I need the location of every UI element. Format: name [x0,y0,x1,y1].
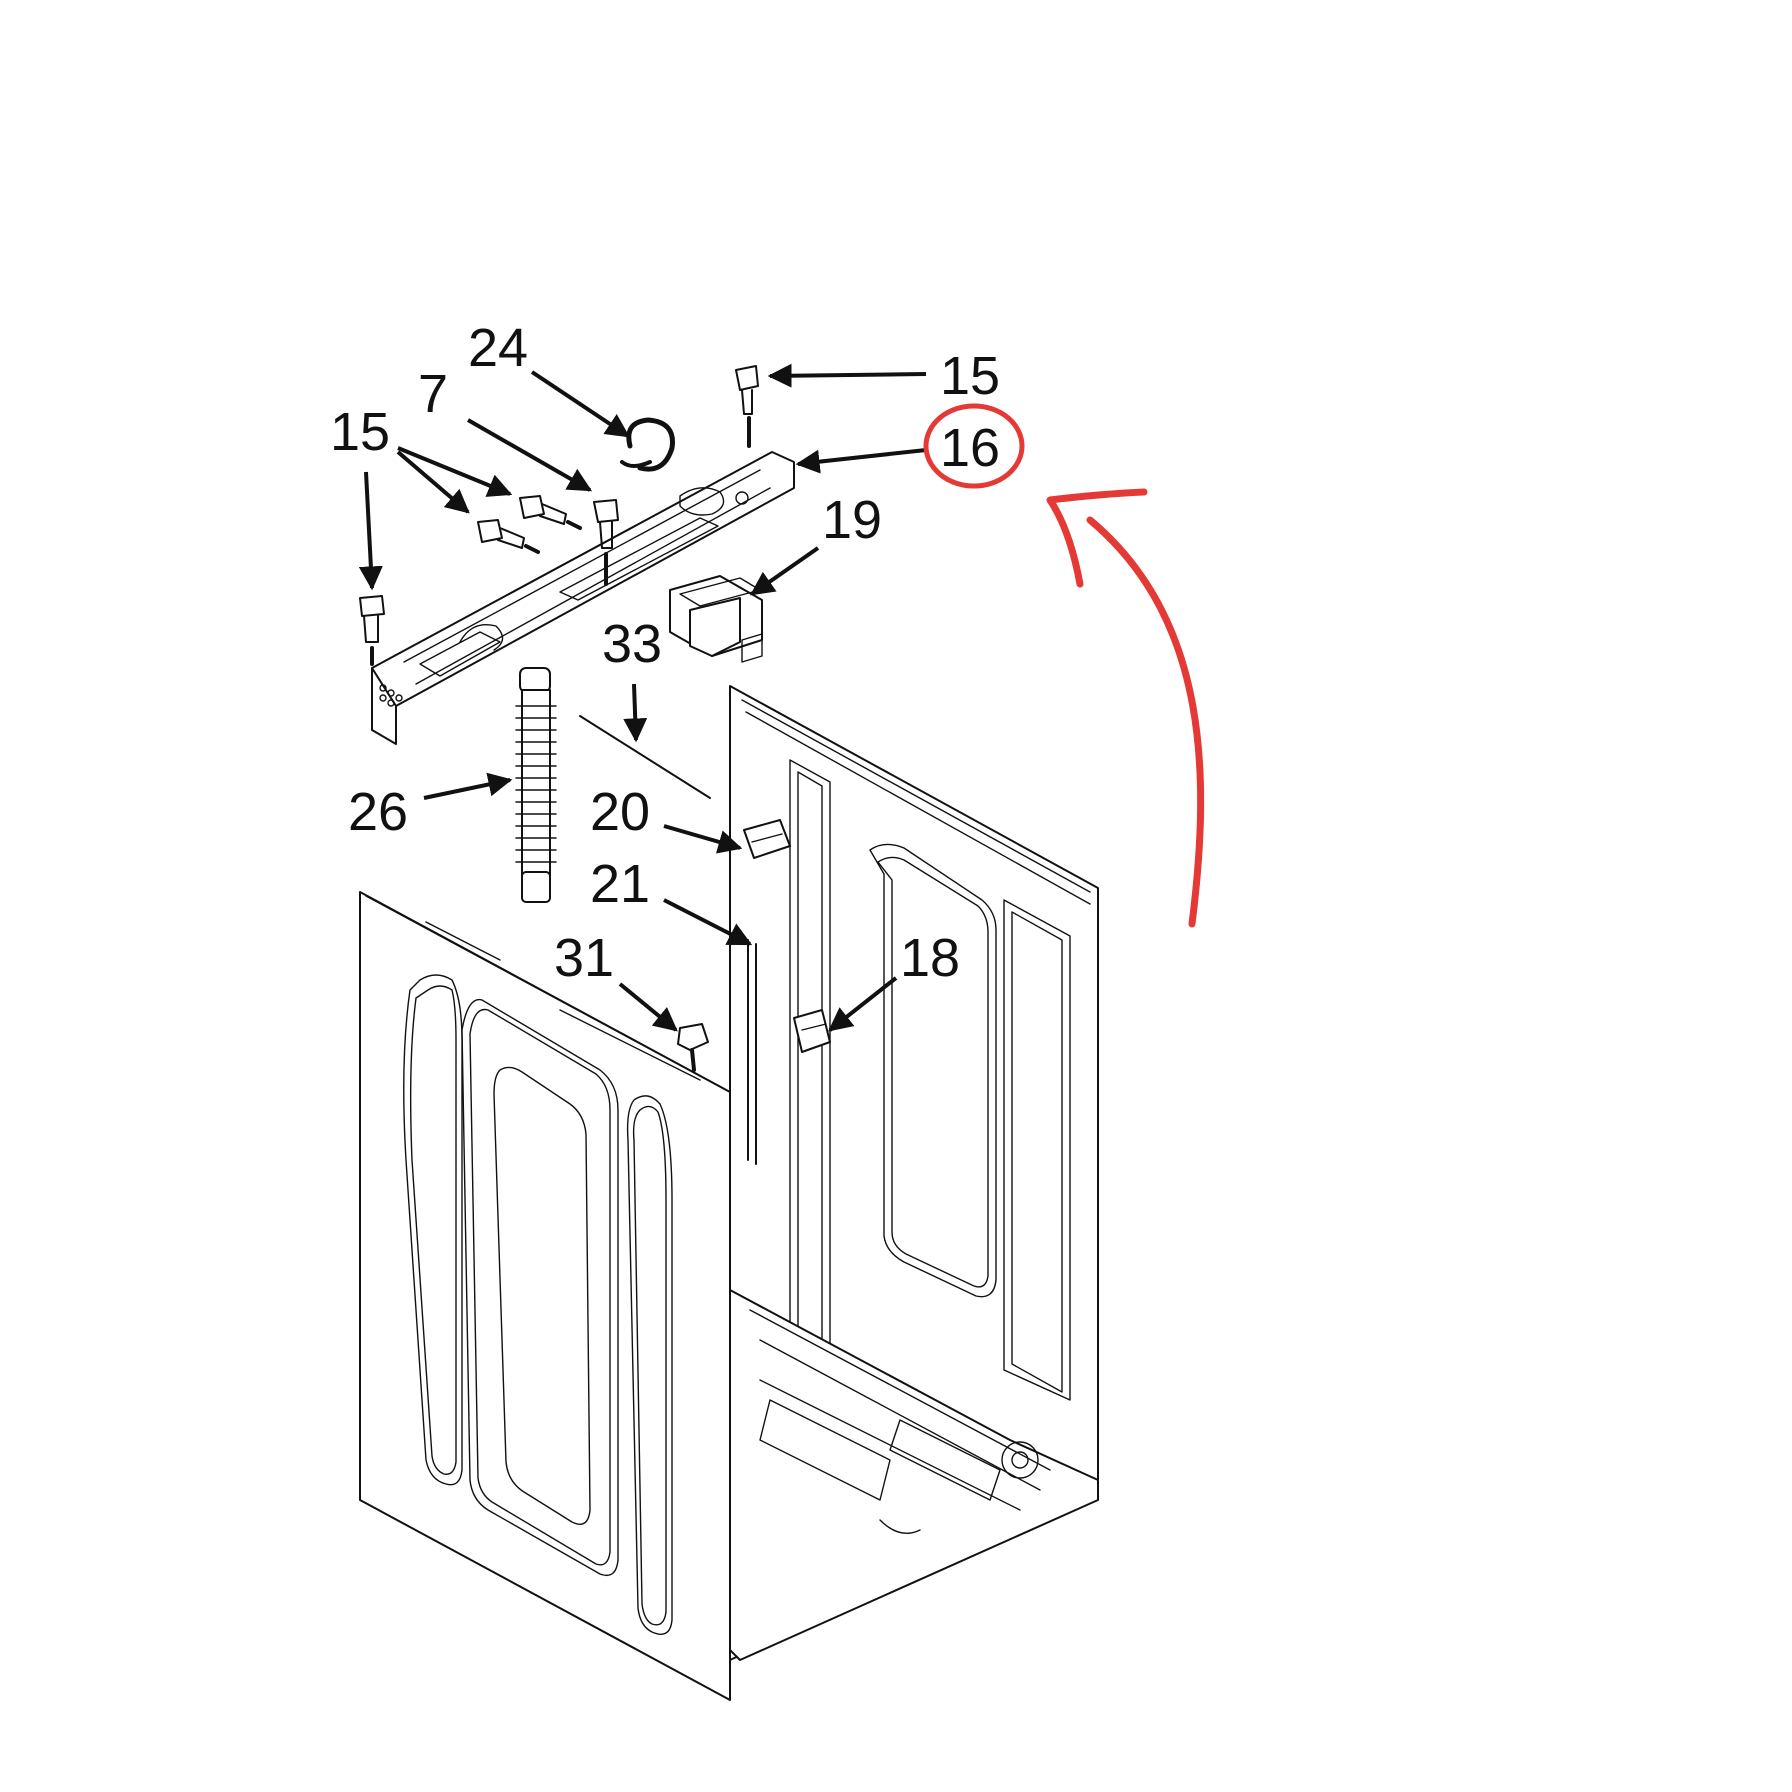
part-20 [743,819,791,859]
rod-33 [579,715,711,799]
highlight-circle [923,403,1025,489]
top-bracket [371,451,795,745]
screw-15-top-right [735,365,759,448]
part-18 [793,1009,831,1053]
label-33: 33 [602,614,662,674]
label-31: 31 [554,928,614,988]
highlight-arrow [1086,516,1205,928]
label-21: 21 [590,854,650,914]
label-16: 16 [940,418,1000,478]
label-26: 26 [348,782,408,842]
screw-15-left [359,595,385,666]
screw-7 [593,499,619,586]
screw-15-mid-b [477,519,540,554]
bracket-holes [379,684,403,707]
label-7: 7 [418,364,448,424]
highlight-annotation [923,403,1205,928]
label-15-right: 15 [940,346,1000,406]
label-18: 18 [900,928,960,988]
part-21-strip [747,939,757,1165]
callout-labels: 24 7 15 15 16 19 33 26 20 21 31 18 [330,318,1000,988]
label-19: 19 [822,490,882,550]
screw-15-mid-a [519,495,582,530]
highlight-arrowhead [1046,488,1148,588]
label-20: 20 [590,782,650,842]
cabinet-front-panel [359,891,731,1701]
clip-24 [620,417,675,472]
hose-26 [515,667,557,903]
foot-31 [677,1023,709,1072]
label-24: 24 [468,318,528,378]
label-15-left: 15 [330,402,390,462]
module-19 [669,575,763,663]
leader-lines [358,363,927,1032]
